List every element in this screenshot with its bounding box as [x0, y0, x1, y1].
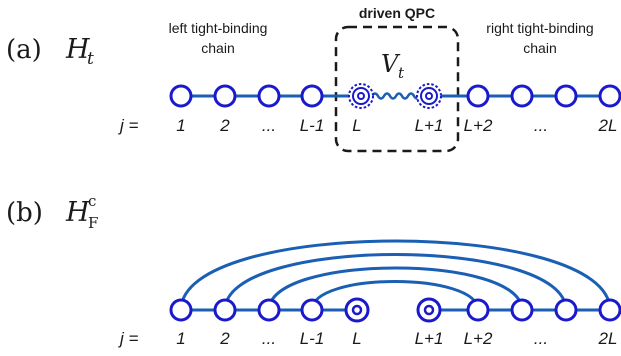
panel-b-index-label: L-1: [300, 329, 325, 348]
site-ellipsis-left-b: [257, 298, 281, 322]
fold-arc-ellipsis: [267, 266, 524, 311]
panel-a-index-prefix: j =: [118, 116, 139, 135]
panel-b-hamiltonian-subscript: F: [88, 214, 98, 232]
site-L-plus-2-b: [466, 298, 490, 322]
left-chain-label-line1: left tight-binding: [169, 20, 268, 36]
panel-a-hamiltonian-subscript: t: [87, 49, 94, 69]
site-L-plus-1-b: [416, 297, 442, 323]
panel-a-index-label: 2L: [598, 116, 618, 135]
panel-b-hamiltonian-superscript: c: [88, 192, 96, 210]
site-2L-minus-1: [554, 84, 578, 108]
panel-a: (a) H t left tight-binding chain driven …: [6, 5, 621, 153]
panel-b-tag: (b): [6, 198, 43, 228]
panel-a-index-label: 1: [176, 116, 185, 135]
coupling-symbol: V: [381, 50, 401, 78]
fold-arc-2-to-2L-minus-1: [223, 253, 568, 311]
panel-a-index-label: 2: [219, 116, 230, 135]
panel-b-index-label: 2L: [598, 329, 618, 348]
site-ellipsis-right-b: [510, 298, 534, 322]
panel-b-index-label: 2: [219, 329, 230, 348]
panel-a-index-label: L-1: [300, 116, 325, 135]
right-chain-label-line1: right tight-binding: [486, 20, 593, 36]
panel-b: (b) H c F j = 1 2 ... L: [6, 192, 621, 348]
site-1-b: [169, 298, 193, 322]
right-chain-label-line2: chain: [523, 40, 556, 56]
panel-a-index-label: ...: [262, 116, 276, 135]
panel-b-index-label: L+1: [415, 329, 444, 348]
site-ellipsis-left: [257, 84, 281, 108]
fold-arc-1-to-2L: [179, 239, 612, 311]
site-2L: [598, 84, 621, 108]
site-2L-b: [598, 298, 621, 322]
site-L-plus-2: [466, 84, 490, 108]
site-L-minus-1: [300, 84, 324, 108]
panel-a-index-label: L: [352, 116, 361, 135]
panel-b-hamiltonian-symbol: H: [65, 197, 90, 228]
panel-a-index-label: ...: [534, 116, 548, 135]
panel-a-hamiltonian-symbol: H: [65, 34, 90, 65]
qpc-label: driven QPC: [359, 5, 435, 21]
panel-a-tag: (a): [6, 35, 42, 65]
panel-b-index-label: L: [352, 329, 361, 348]
site-ellipsis-right: [510, 84, 534, 108]
panel-b-index-label: ...: [262, 329, 276, 348]
driven-coupling-wave: [370, 92, 422, 100]
site-2L-minus-1-b: [554, 298, 578, 322]
fold-arc-L-minus-1-to-L-plus-2: [310, 280, 480, 311]
site-L-driven: [348, 83, 374, 109]
coupling-subscript: t: [398, 64, 405, 82]
panel-b-index-label: L+2: [464, 329, 493, 348]
site-L-minus-1-b: [300, 298, 324, 322]
site-L-plus-1-driven: [416, 83, 442, 109]
panel-b-index-label: 1: [176, 329, 185, 348]
panel-b-index-prefix: j =: [118, 329, 139, 348]
site-2-b: [213, 298, 237, 322]
qpc-dashed-box: [334, 25, 460, 153]
site-1: [169, 84, 193, 108]
panel-b-index-label: ...: [534, 329, 548, 348]
site-L-b: [344, 297, 370, 323]
panel-a-index-label: L+2: [464, 116, 493, 135]
site-2: [213, 84, 237, 108]
left-chain-label-line2: chain: [201, 40, 234, 56]
panel-a-index-label: L+1: [415, 116, 444, 135]
